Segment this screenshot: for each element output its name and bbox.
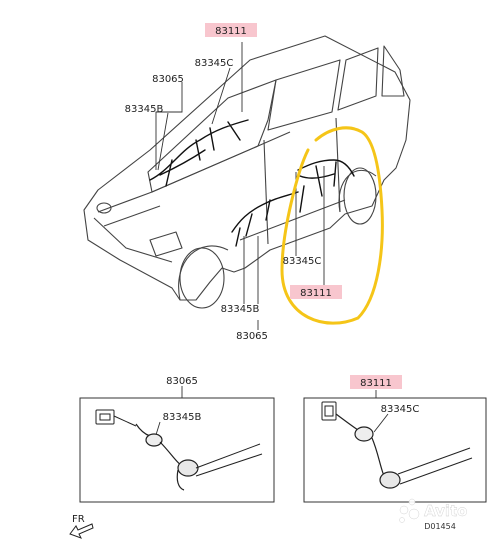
- figure-code: D01454: [424, 522, 456, 531]
- highlight-circle: [280, 126, 384, 325]
- watermark: Avito: [399, 498, 468, 523]
- door-harness-rear: [297, 159, 355, 213]
- detail-left-title: 83065: [166, 376, 198, 387]
- label-83065-top: 83065: [152, 74, 184, 85]
- dash-harness: [149, 119, 249, 187]
- detail-left-part: 83345B: [163, 412, 202, 423]
- vehicle-body: [83, 35, 411, 301]
- detail-right-part: 83345C: [381, 404, 420, 415]
- door-line: [263, 139, 269, 245]
- highlight-box: [350, 375, 402, 389]
- hood-crease: [103, 205, 161, 227]
- highlight-box: [205, 23, 257, 37]
- label-83065-bottom: 83065: [236, 331, 268, 342]
- label-83345c-top: 83345C: [195, 58, 234, 69]
- vehicle-outline: [83, 35, 411, 309]
- label-83111-top: 83111: [215, 26, 247, 37]
- headlight: [149, 231, 183, 257]
- front-door-window: [267, 59, 341, 131]
- label-83111-right: 83111: [300, 288, 332, 299]
- fr-label: FR: [72, 514, 85, 525]
- front-bumper: [93, 217, 173, 263]
- watermark-text: Avito: [424, 502, 467, 520]
- grommet-icon: [335, 413, 473, 489]
- label-83345b-bottom: 83345B: [221, 304, 260, 315]
- connector-icon: [95, 409, 137, 427]
- label-top-83111-box: 83111: [205, 23, 257, 37]
- grommet-icon: [135, 423, 263, 491]
- detail-panel-left: 83065 83345B: [79, 376, 275, 503]
- door-harness-front: [231, 191, 299, 247]
- fog-lamp: [96, 202, 112, 214]
- rear-door-window: [337, 47, 379, 111]
- rear-wheel: [343, 167, 377, 225]
- detail-right-title: 83111: [360, 378, 392, 389]
- label-right-83111-box: 83111: [290, 285, 342, 299]
- label-83345b-top: 83345B: [125, 104, 164, 115]
- front-wheel-arch: [178, 245, 229, 301]
- sill-line: [239, 199, 346, 241]
- front-wheel: [179, 247, 225, 309]
- quarter-window: [381, 45, 405, 97]
- leader-lines: [155, 42, 325, 330]
- highlight-box: [290, 285, 342, 299]
- watermark-logo-icon: [399, 505, 409, 515]
- connector-icon: [321, 401, 337, 421]
- front-direction-indicator: FR: [69, 514, 94, 539]
- wiring-harness: [149, 119, 355, 247]
- label-83345c-right: 83345C: [283, 256, 322, 267]
- hood-line: [97, 131, 291, 213]
- fr-arrow-icon: [69, 523, 94, 539]
- detail-panel-right: 83111 83345C: [303, 375, 487, 503]
